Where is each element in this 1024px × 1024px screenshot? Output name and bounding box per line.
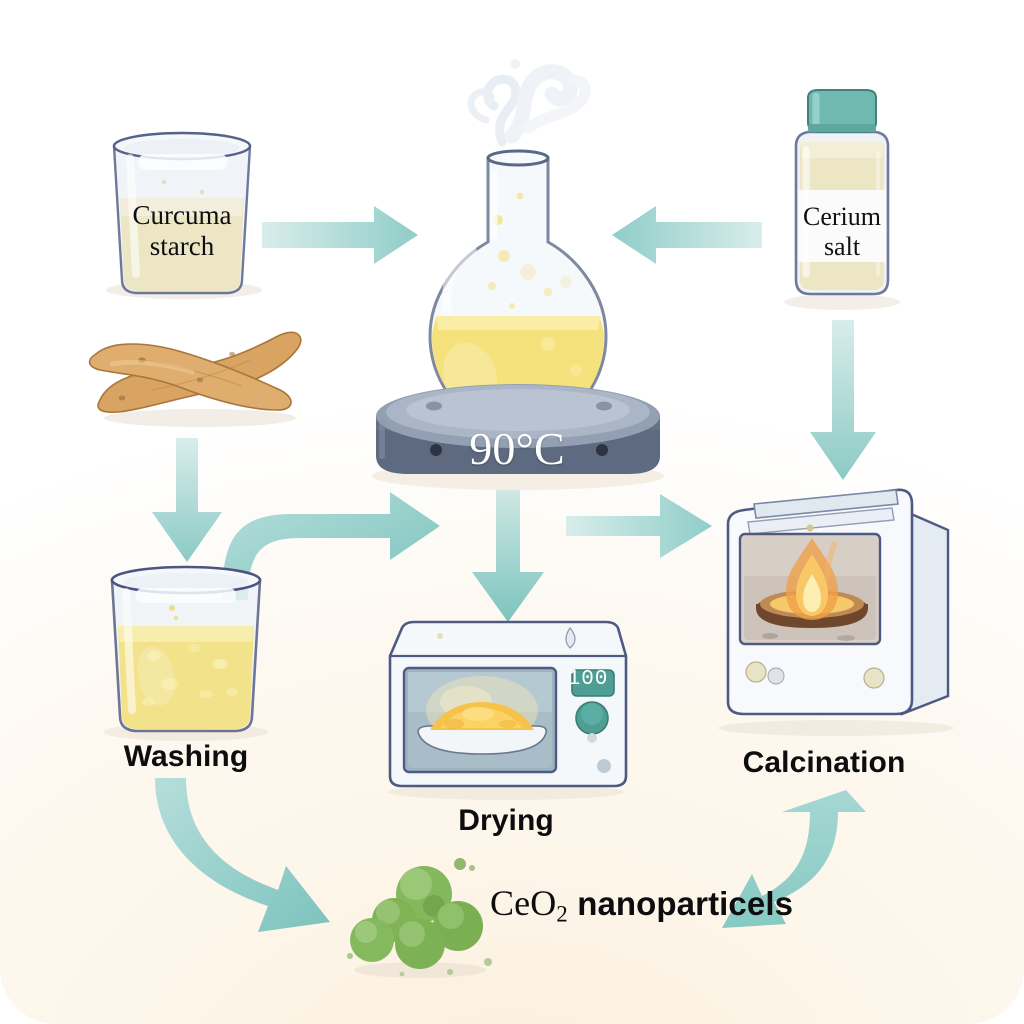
turmeric-root <box>82 312 312 432</box>
arrow-cerium-to-flask <box>612 206 762 264</box>
arrow-cerium-to-calcination <box>810 320 876 480</box>
curcuma-label-line2: starch <box>149 231 215 262</box>
nanoparticles-formula-prefix: CeO <box>490 883 557 923</box>
calcination-label: Calcination <box>742 746 906 779</box>
nanoparticle-cluster: CeO2 nanoparticels <box>338 852 793 982</box>
arrow-calcination-nanoparticles <box>722 790 866 928</box>
arrow-washing-to-nanoparticles <box>155 778 330 932</box>
nanoparticles-label: CeO2 nanoparticels <box>490 882 793 927</box>
cerium-salt-label: Cerium salt <box>772 202 912 262</box>
calcination-furnace: Calcination <box>706 478 974 779</box>
flame-icon <box>786 538 838 620</box>
arrow-drying-to-calcination <box>566 494 712 558</box>
curcuma-starch-beaker: Curcuma starch <box>92 112 272 302</box>
drying-oven: 100 Drying <box>374 614 638 837</box>
curcuma-label-line1: Curcuma <box>132 200 232 230</box>
nanoparticles-formula-subscript: 2 <box>556 900 568 927</box>
oven-display-value: 100 <box>567 668 609 691</box>
arrow-washing-to-drying <box>222 492 440 600</box>
nanoparticle-spheres <box>350 866 483 969</box>
reaction-flask-assembly: 90°C <box>352 24 682 490</box>
nanoparticles-label-suffix: nanoparticels <box>567 885 794 922</box>
curcuma-starch-label: Curcuma starch <box>92 200 272 263</box>
cerium-salt-bottle: Cerium salt <box>772 84 912 314</box>
cerium-label-line1: Cerium <box>803 202 881 231</box>
cerium-label-line2: salt <box>823 232 861 262</box>
hotplate-temperature: 90°C <box>469 423 565 474</box>
arrow-curcuma-to-flask <box>262 206 418 264</box>
washing-beaker: Washing <box>86 552 286 773</box>
washing-label: Washing <box>123 740 249 773</box>
steam-icon <box>467 59 591 147</box>
arrow-turmeric-to-washing <box>152 438 222 562</box>
drying-label: Drying <box>458 804 554 837</box>
arrow-flask-to-drying <box>472 490 544 622</box>
